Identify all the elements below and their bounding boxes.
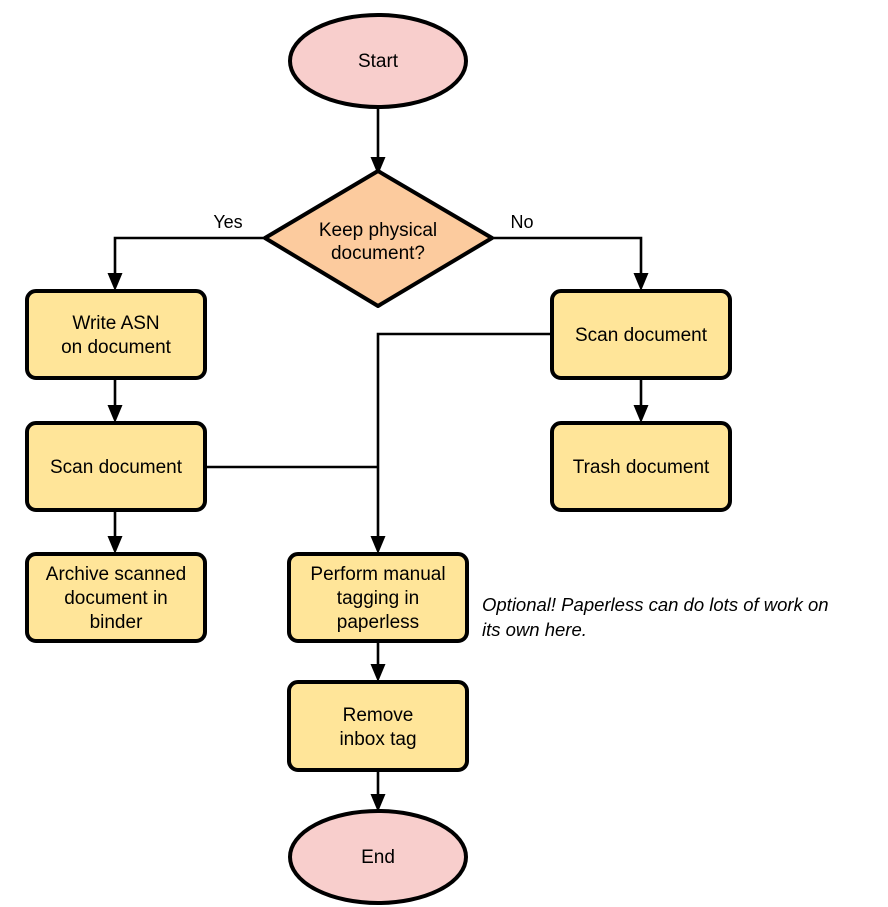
edge-label-yes: Yes xyxy=(213,212,242,232)
remove-inbox-label-line1: Remove xyxy=(343,705,414,726)
connector-layer xyxy=(107,104,649,812)
archive-label-line1: Archive scanned xyxy=(46,564,186,585)
node-end[interactable]: End xyxy=(288,809,468,905)
edge-scan-right-to-tagging xyxy=(370,332,552,554)
end-label: End xyxy=(361,847,395,868)
write-asn-label-line1: Write ASN xyxy=(72,313,159,334)
node-perform-manual-tagging[interactable]: Perform manual tagging in paperless xyxy=(287,552,469,643)
scan-left-label: Scan document xyxy=(50,457,183,478)
node-remove-inbox-tag[interactable]: Remove inbox tag xyxy=(287,680,469,772)
node-decision-keep-physical-document[interactable]: Keep physical document? xyxy=(263,169,494,308)
remove-inbox-label-line2: inbox tag xyxy=(339,729,416,750)
edge-decision-no-to-scan-right xyxy=(492,236,649,291)
edge-start-to-decision xyxy=(370,104,386,175)
node-archive-scanned-document[interactable]: Archive scanned document in binder xyxy=(25,552,207,643)
write-asn-label-line2: on document xyxy=(61,337,172,358)
edge-remove-inbox-to-end xyxy=(370,770,386,812)
remove-inbox-box-shape xyxy=(287,680,469,772)
edge-decision-yes-to-write-asn xyxy=(107,236,265,291)
edge-scan-right-to-trash xyxy=(633,378,649,423)
node-write-asn[interactable]: Write ASN on document xyxy=(25,289,207,380)
tagging-box-shape xyxy=(287,552,469,643)
decision-diamond-shape xyxy=(263,169,494,308)
archive-label-line3: binder xyxy=(90,612,143,633)
tagging-label-line1: Perform manual xyxy=(310,564,445,585)
note-line2: its own here. xyxy=(482,619,587,640)
tagging-label-line2: tagging in xyxy=(337,588,419,609)
archive-box-shape xyxy=(25,552,207,643)
scan-right-box-shape xyxy=(550,289,732,380)
write-asn-box-shape xyxy=(25,289,207,380)
node-trash-document[interactable]: Trash document xyxy=(550,421,732,512)
node-scan-document-right[interactable]: Scan document xyxy=(550,289,732,380)
node-scan-document-left[interactable]: Scan document xyxy=(25,421,207,512)
edge-write-asn-to-scan-left xyxy=(107,378,123,423)
edge-scan-left-to-archive xyxy=(107,510,123,554)
tagging-label-line3: paperless xyxy=(337,612,419,633)
archive-label-line2: document in xyxy=(64,588,168,609)
scan-left-box-shape xyxy=(25,421,207,512)
edge-label-no: No xyxy=(510,212,533,232)
note-line1: Optional! Paperless can do lots of work … xyxy=(482,594,829,615)
trash-box-shape xyxy=(550,421,732,512)
decision-label-line1: Keep physical xyxy=(319,220,437,241)
edge-tagging-to-remove-inbox xyxy=(370,641,386,682)
decision-label-line2: document? xyxy=(331,243,425,264)
start-ellipse-shape xyxy=(288,13,468,109)
scan-right-label: Scan document xyxy=(575,325,708,346)
annotation-optional-note: Optional! Paperless can do lots of work … xyxy=(482,594,829,640)
trash-label: Trash document xyxy=(573,457,710,478)
end-ellipse-shape xyxy=(288,809,468,905)
node-start[interactable]: Start xyxy=(288,13,468,109)
start-label: Start xyxy=(358,51,399,72)
